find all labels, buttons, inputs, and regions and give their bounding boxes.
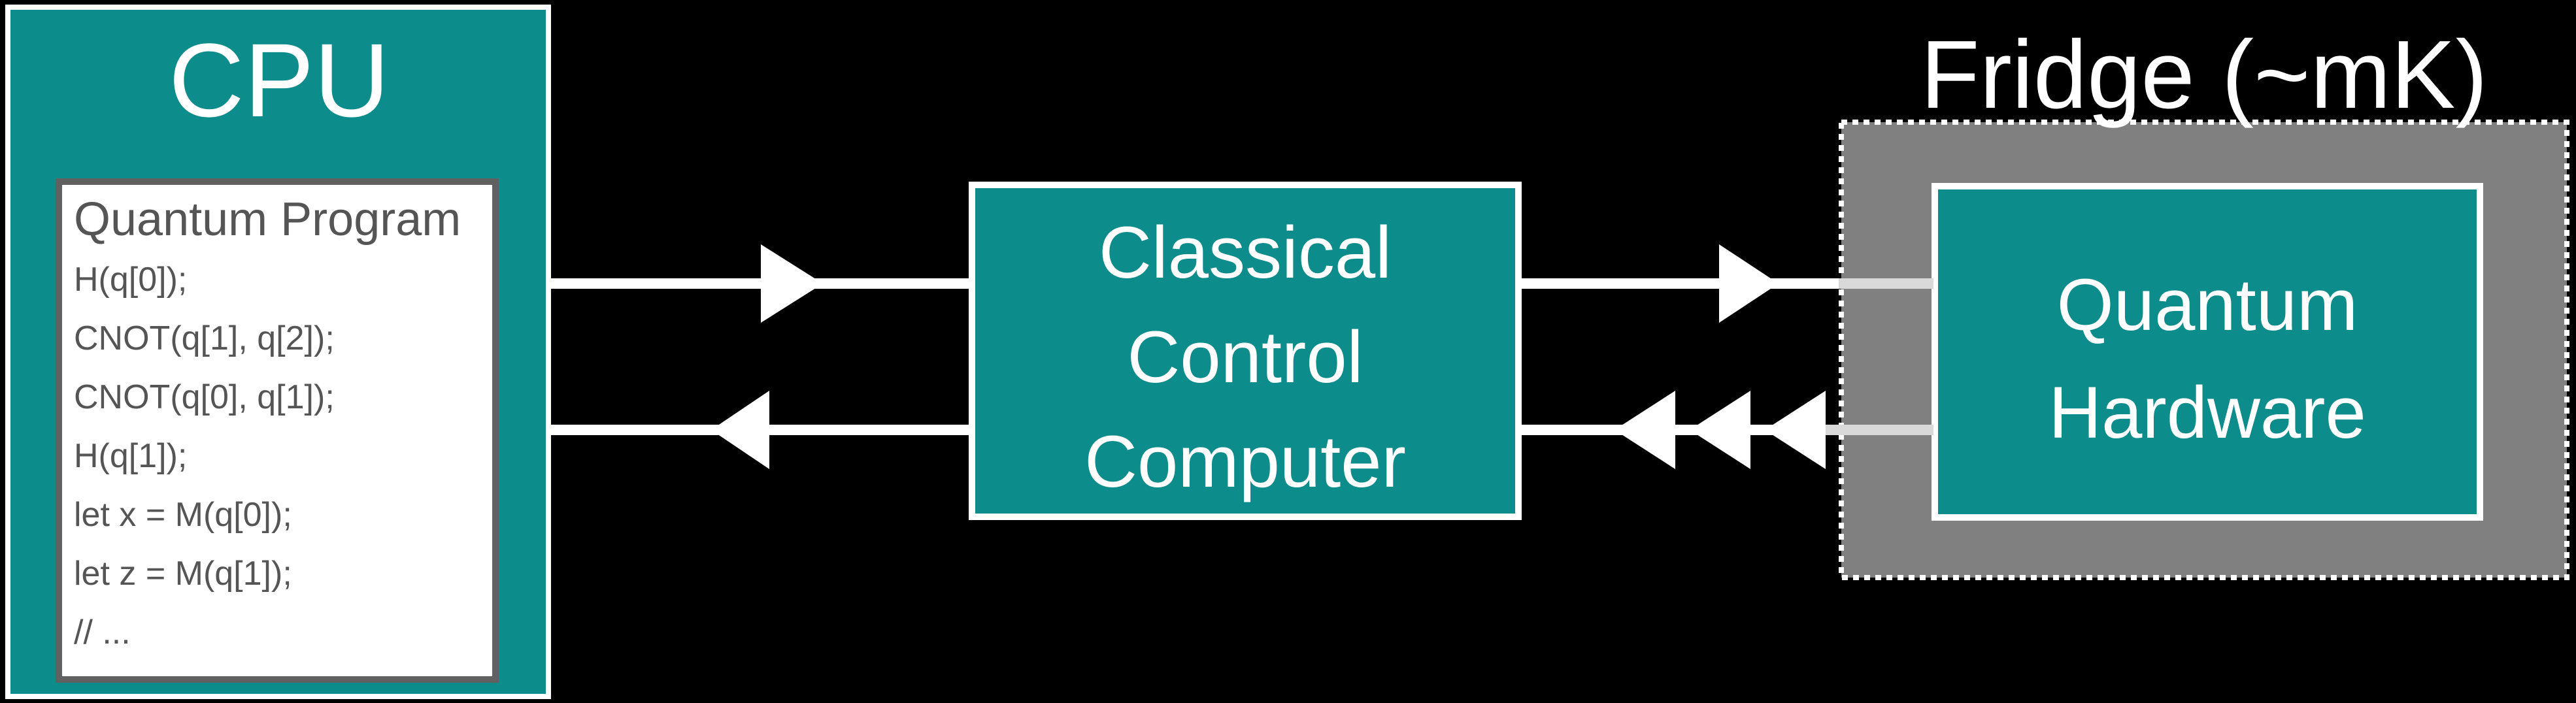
fridge-box: Fridge (~mK) Quantum Hardware [1839, 21, 2569, 580]
cpu-box: CPU Quantum Program H(q[0]); CNOT(q[1], … [5, 5, 551, 699]
classical-control-computer-box: Classical Control Computer [969, 182, 1522, 520]
arrowhead-right-icon [1719, 244, 1779, 323]
arrowhead-left-icon [1690, 391, 1750, 469]
code-line: let z = M(q[1]); [74, 555, 292, 593]
fridge-label: Fridge (~mK) [1920, 21, 2488, 129]
code-line: CNOT(q[0], q[1]); [74, 378, 335, 416]
qh-label-line: Hardware [2049, 372, 2366, 453]
code-line: // ... [74, 613, 131, 651]
cpu-ccc-wires [551, 244, 969, 469]
qh-box-fill [1938, 189, 2477, 514]
arrowhead-right-icon [761, 244, 823, 323]
ccc-label-line: Control [1127, 316, 1363, 398]
arrowhead-left-icon [1614, 391, 1675, 469]
code-line: let x = M(q[0]); [74, 496, 292, 534]
quantum-program-box: Quantum Program H(q[0]); CNOT(q[1], q[2]… [56, 178, 499, 683]
code-line: H(q[1]); [74, 437, 187, 475]
ccc-label-line: Classical [1099, 212, 1392, 293]
ccc-label-line: Computer [1084, 421, 1406, 502]
qh-label-line: Quantum [2057, 264, 2358, 346]
quantum-program-fill [62, 185, 492, 676]
quantum-program-title: Quantum Program [74, 193, 461, 246]
ccc-box-fill [975, 188, 1515, 514]
cpu-label: CPU [169, 22, 390, 139]
arrowhead-left-icon [711, 391, 769, 469]
ccc-qh-wires [1522, 244, 1933, 469]
arrowhead-left-icon [1765, 391, 1826, 469]
code-line: CNOT(q[1], q[2]); [74, 319, 335, 357]
code-line: H(q[0]); [74, 261, 187, 299]
quantum-hardware-box: Quantum Hardware [1932, 183, 2483, 521]
